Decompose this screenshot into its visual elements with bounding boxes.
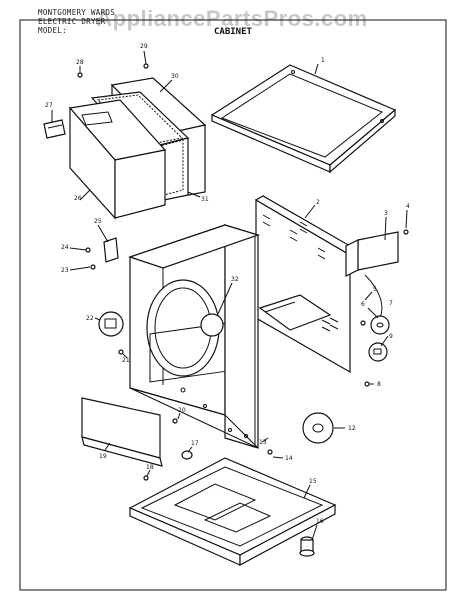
part-leveling-leg: [299, 536, 315, 557]
part-cabinet: [128, 224, 260, 449]
header-line-3: MODEL:: [38, 26, 67, 35]
part-door-hinge: [103, 237, 119, 263]
part-kick-panel: [81, 397, 163, 467]
part-label-26: 26: [74, 195, 82, 202]
part-label-20: 20: [178, 407, 186, 414]
part-base: [128, 457, 337, 567]
callout-part-32: [200, 313, 224, 337]
part-label-17: 17: [191, 440, 199, 447]
section-title: CABINET: [214, 27, 252, 37]
part-label-19: 19: [99, 453, 107, 460]
part-label-32: 32: [231, 276, 239, 283]
part-label-6: 6: [361, 301, 365, 308]
part-foot-glide: [181, 450, 193, 460]
part-door-outer: [68, 99, 167, 220]
callout-part-7: [370, 315, 390, 335]
part-label-12: 12: [348, 425, 356, 432]
part-label-14: 14: [285, 455, 293, 462]
part-label-16: 16: [316, 518, 324, 525]
callout-part-12: [302, 412, 334, 444]
part-label-28: 28: [76, 59, 84, 66]
part-rear-panel: [254, 195, 359, 374]
leader-lines: [51, 50, 408, 541]
part-label-2: 2: [316, 199, 320, 206]
part-door-handle: [43, 119, 66, 139]
callout-part-9: [368, 342, 388, 362]
part-label-25: 25: [94, 218, 102, 225]
part-label-30: 30: [171, 73, 179, 80]
part-label-27: 27: [45, 102, 53, 109]
part-label-4: 4: [406, 203, 410, 210]
part-top-panel: [210, 64, 397, 174]
part-label-9: 9: [389, 333, 393, 340]
part-label-8: 8: [377, 381, 381, 388]
part-label-15: 15: [309, 478, 317, 485]
diagram-frame: [19, 19, 447, 591]
part-number-labels: 1 2 3 4 5 6 7 8 9 12 13 14 15 16 17 18 1…: [45, 43, 410, 525]
screws: [77, 63, 409, 481]
part-label-31: 31: [201, 196, 209, 203]
part-label-18: 18: [146, 464, 154, 471]
part-label-3: 3: [384, 210, 388, 217]
callout-part-22: [98, 311, 124, 337]
power-cord: [364, 274, 383, 319]
part-terminal-block: [345, 231, 399, 277]
part-label-24: 24: [61, 244, 69, 251]
part-internal-bracket: [258, 294, 332, 331]
header-line-2: ELECTRIC DRYER: [38, 17, 106, 26]
part-label-13: 13: [259, 439, 267, 446]
watermark: AppliancePartsPros.com: [96, 6, 368, 31]
part-label-5: 5: [373, 286, 377, 293]
part-label-1: 1: [321, 57, 325, 64]
header-line-1: MONTGOMERY WARDS: [38, 8, 116, 17]
part-label-21: 21: [122, 357, 130, 364]
part-label-7: 7: [389, 300, 393, 307]
part-label-23: 23: [61, 267, 69, 274]
part-label-22: 22: [86, 315, 94, 322]
part-label-29: 29: [140, 43, 148, 50]
